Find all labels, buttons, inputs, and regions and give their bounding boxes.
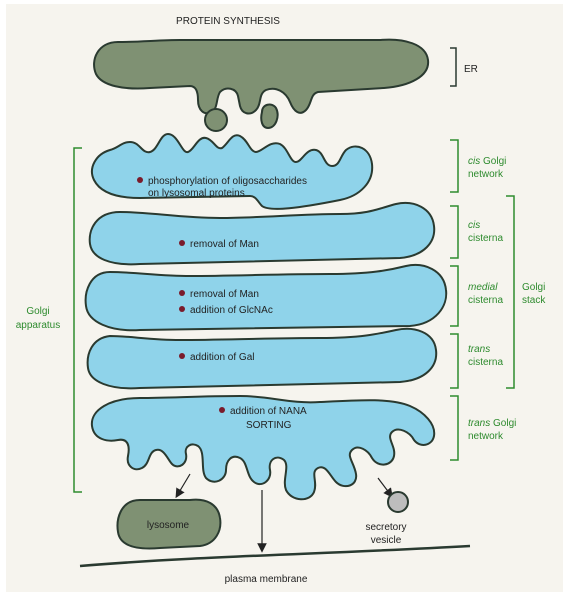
label-golgi-stack-line2: stack — [522, 295, 546, 306]
dot-medial-2 — [179, 306, 185, 312]
title-protein-synthesis: PROTEIN SYNTHESIS — [176, 16, 280, 27]
annotation-trans-network: addition of NANA — [230, 406, 307, 417]
label-golgi: Golgi — [26, 306, 49, 317]
annotation-cis-network-line2: on lysosomal proteins — [148, 188, 245, 199]
label-apparatus: apparatus — [16, 320, 60, 331]
annotation-cis-cisterna: removal of Man — [190, 239, 259, 250]
secretory-vesicle — [388, 492, 408, 512]
label-er: ER — [464, 64, 478, 75]
annotation-sorting: SORTING — [246, 420, 292, 431]
label-medial-cisterna-line1: medial — [468, 282, 498, 293]
label-trans-golgi-network-line2: network — [468, 431, 504, 442]
dot-cis-cisterna — [179, 240, 185, 246]
dot-cis-network — [137, 177, 143, 183]
label-vesicle: vesicle — [371, 535, 402, 546]
label-trans-golgi-network-line1: trans Golgi — [468, 418, 516, 429]
annotation-cis-network-line1: phosphorylation of oligosaccharides — [148, 176, 307, 187]
label-lysosome: lysosome — [147, 520, 190, 531]
medial-cisterna — [86, 265, 447, 330]
dot-medial-1 — [179, 290, 185, 296]
annotation-medial-1: removal of Man — [190, 289, 259, 300]
label-cis-golgi-network-line2: network — [468, 169, 504, 180]
annotation-medial-2: addition of GlcNAc — [190, 305, 273, 316]
dot-trans-network — [219, 407, 225, 413]
trans-cisterna — [88, 329, 437, 388]
label-medial-cisterna-line2: cisterna — [468, 295, 503, 306]
label-cis-cisterna-line1: cis — [468, 220, 480, 231]
label-secretory: secretory — [365, 522, 406, 533]
dot-trans-cisterna — [179, 353, 185, 359]
label-cis-golgi-network-line1: cis Golgi — [468, 156, 506, 167]
label-trans-cisterna-line2: cisterna — [468, 357, 503, 368]
label-plasma-membrane: plasma membrane — [225, 574, 308, 585]
label-trans-cisterna-line1: trans — [468, 344, 490, 355]
annotation-trans-cisterna: addition of Gal — [190, 352, 255, 363]
label-golgi-stack-line1: Golgi — [522, 282, 545, 293]
label-cis-cisterna-line2: cisterna — [468, 233, 503, 244]
